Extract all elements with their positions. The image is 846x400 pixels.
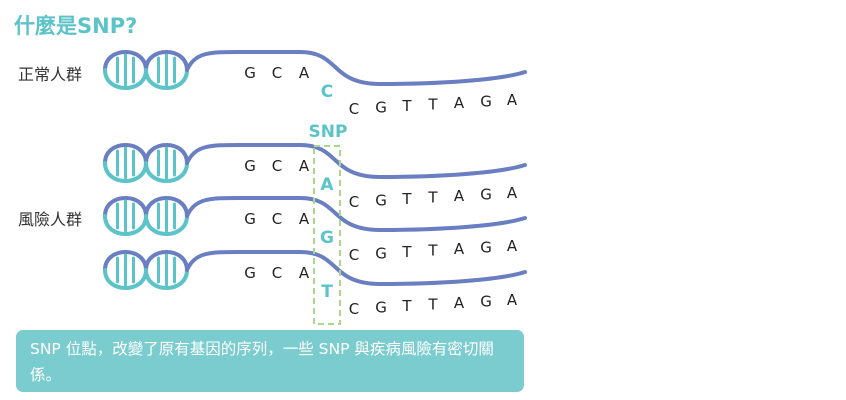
- snp-variant-base: G: [320, 228, 334, 248]
- base-letter: G: [244, 210, 256, 228]
- base-letter: A: [507, 291, 518, 309]
- base-letter: A: [299, 210, 310, 228]
- base-letter: A: [454, 240, 465, 258]
- base-letter: G: [480, 239, 492, 257]
- base-letter: G: [480, 93, 492, 111]
- base-letter: G: [375, 99, 387, 117]
- base-letter: C: [349, 193, 359, 211]
- base-letter: A: [507, 91, 518, 109]
- base-letter: C: [272, 264, 282, 282]
- base-letter: T: [427, 296, 438, 314]
- base-letter: T: [427, 189, 438, 207]
- base-letter: G: [375, 192, 387, 210]
- base-letter: A: [299, 264, 310, 282]
- base-letter: A: [299, 157, 310, 175]
- double-helix-icon: [103, 196, 189, 236]
- explanation-note: SNP 位點，改變了原有基因的序列，一些 SNP 與疾病風險有密切關係。: [16, 330, 524, 392]
- snp-variant-base: T: [321, 282, 333, 302]
- base-letter: C: [349, 100, 359, 118]
- base-letter: T: [427, 242, 438, 260]
- base-letter: G: [375, 299, 387, 317]
- snp-variant-base: A: [320, 175, 334, 195]
- base-letter: G: [480, 293, 492, 311]
- page-title: 什麼是SNP?: [14, 14, 138, 38]
- risk-group-label: 風險人群: [18, 210, 83, 229]
- base-letter: C: [272, 64, 282, 82]
- base-letter: A: [454, 294, 465, 312]
- base-letter: G: [480, 186, 492, 204]
- base-letter: C: [349, 300, 359, 318]
- normal-group-label: 正常人群: [18, 65, 83, 84]
- base-letter: A: [507, 237, 518, 255]
- snp-highlight-box: [313, 145, 341, 325]
- base-letter: A: [507, 184, 518, 202]
- snp-label: SNP: [309, 122, 348, 142]
- base-letter: C: [272, 157, 282, 175]
- base-letter: T: [401, 243, 412, 261]
- double-helix-icon: [103, 250, 189, 290]
- base-letter: G: [244, 64, 256, 82]
- base-letter: G: [244, 264, 256, 282]
- snp-variant-base: C: [321, 82, 333, 102]
- double-helix-icon: [103, 50, 189, 90]
- base-letter: G: [375, 245, 387, 263]
- base-letter: T: [401, 297, 412, 315]
- base-letter: T: [401, 190, 412, 208]
- base-letter: T: [427, 96, 438, 114]
- base-letter: C: [349, 246, 359, 264]
- double-helix-icon: [103, 143, 189, 183]
- base-letter: C: [272, 210, 282, 228]
- base-letter: T: [401, 97, 412, 115]
- base-letter: G: [244, 157, 256, 175]
- base-letter: A: [299, 64, 310, 82]
- base-letter: A: [454, 187, 465, 205]
- base-letter: A: [454, 94, 465, 112]
